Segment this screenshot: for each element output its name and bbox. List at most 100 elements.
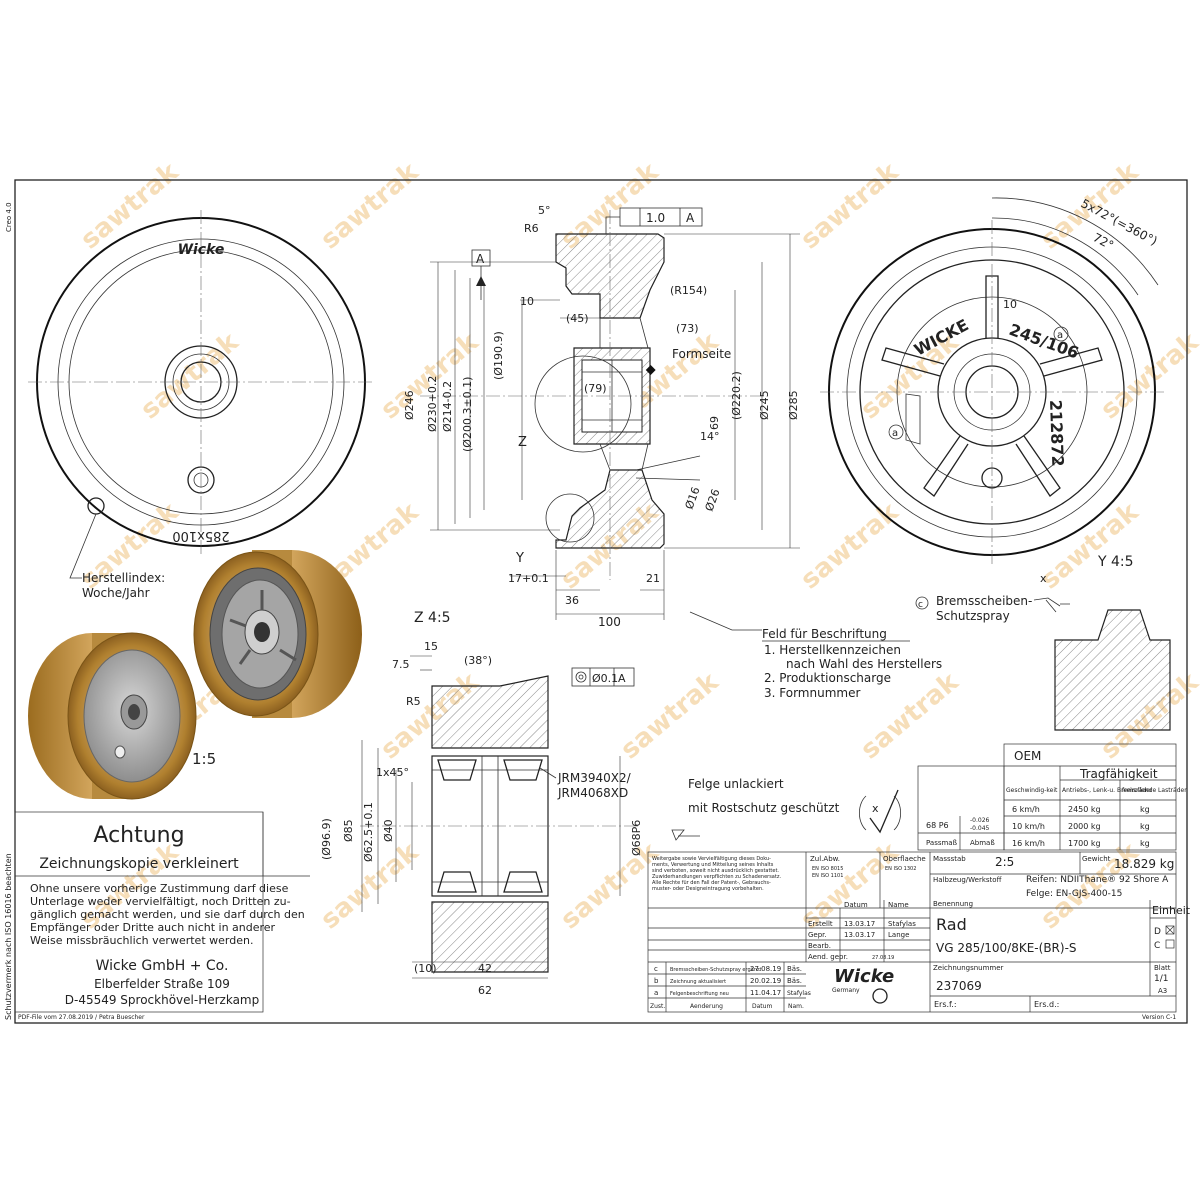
svg-text:mit Rostschutz geschützt: mit Rostschutz geschützt bbox=[688, 801, 840, 815]
svg-text:x: x bbox=[1040, 572, 1047, 585]
svg-text:Ø16: Ø16 bbox=[683, 485, 703, 511]
svg-text:Ø0.1: Ø0.1 bbox=[592, 672, 618, 685]
svg-text:Felgenbeschriftung neu: Felgenbeschriftung neu bbox=[670, 991, 729, 997]
company-name: Wicke GmbH + Co. bbox=[96, 958, 229, 974]
svg-text:A: A bbox=[686, 211, 695, 225]
svg-text:(Ø220.2): (Ø220.2) bbox=[730, 371, 743, 420]
svg-text:a: a bbox=[1057, 330, 1063, 341]
svg-text:Einheit: Einheit bbox=[1152, 904, 1191, 917]
svg-text:OEM: OEM bbox=[1014, 749, 1041, 763]
svg-text:21: 21 bbox=[646, 572, 660, 585]
svg-text:Stafylas: Stafylas bbox=[888, 920, 916, 928]
svg-text:ments, Verwertung und Mitteilu: ments, Verwertung und Mitteilung seines … bbox=[652, 862, 774, 868]
svg-text:Halbzeug/Werkstoff: Halbzeug/Werkstoff bbox=[933, 876, 1002, 884]
svg-text:Zeichnung aktualisiert: Zeichnung aktualisiert bbox=[670, 979, 726, 985]
bearing-label: JRM3940X2/ bbox=[557, 771, 632, 785]
svg-text:Zust.: Zust. bbox=[650, 1003, 665, 1010]
svg-text:freirollende Lasträder: freirollende Lasträder bbox=[1122, 787, 1187, 794]
svg-text:Elberfelder Straße 109: Elberfelder Straße 109 bbox=[94, 977, 230, 991]
svg-text:Felge: EN-GJS-400-15: Felge: EN-GJS-400-15 bbox=[1026, 889, 1122, 899]
svg-text:D-45549 Sprockhövel-Herzkamp: D-45549 Sprockhövel-Herzkamp bbox=[65, 993, 259, 1007]
achtung-block: Achtung Zeichnungskopie verkleinert Ohne… bbox=[14, 811, 310, 1013]
svg-text:27.08.19: 27.08.19 bbox=[872, 955, 894, 961]
svg-text:C: C bbox=[1154, 941, 1160, 951]
pdf-file-note: PDF-File vom 27.08.2019 / Petra Buescher bbox=[18, 1014, 145, 1021]
svg-text:Ers.d.:: Ers.d.: bbox=[1034, 1000, 1059, 1009]
svg-text:2. Produktionscharge: 2. Produktionscharge bbox=[764, 671, 891, 685]
index-callout-2: Woche/Jahr bbox=[82, 586, 150, 600]
sheet-border bbox=[14, 179, 1188, 1024]
svg-text:14°: 14° bbox=[700, 430, 720, 443]
svg-text:Weise missbräuchlich verwertet: Weise missbräuchlich verwertet werden. bbox=[30, 934, 253, 947]
svg-text:Ø85: Ø85 bbox=[342, 819, 355, 842]
front-view: Wicke 285x100 Herstellindex: Woche/Jahr bbox=[28, 210, 375, 600]
svg-text:sind verboten, soweit nicht au: sind verboten, soweit nicht ausdrücklich… bbox=[652, 868, 779, 874]
svg-text:11.04.17: 11.04.17 bbox=[750, 989, 781, 997]
watermark-text: sawtrak bbox=[75, 157, 185, 256]
svg-text:(73): (73) bbox=[676, 322, 699, 335]
svg-text:Bäs.: Bäs. bbox=[787, 977, 802, 985]
svg-text:42: 42 bbox=[478, 962, 492, 975]
svg-text:Germany: Germany bbox=[832, 987, 860, 994]
svg-text:Gewicht: Gewicht bbox=[1082, 855, 1111, 863]
svg-text:68 P6: 68 P6 bbox=[926, 821, 949, 830]
cross-section-view: A 1.0 A 5° R6 10 (45) (R154) (73) Formse… bbox=[403, 204, 800, 629]
svg-text:Ø40: Ø40 bbox=[382, 819, 395, 842]
drawing-scale: 2:5 bbox=[995, 855, 1014, 869]
svg-text:Unterlage weder vervielfältigt: Unterlage weder vervielfältigt, noch Dri… bbox=[30, 895, 291, 908]
svg-text:R5: R5 bbox=[406, 695, 421, 708]
svg-text:nach Wahl des Herstellers: nach Wahl des Herstellers bbox=[786, 657, 942, 671]
watermark-text: sawtrak bbox=[1035, 837, 1145, 936]
part-code: VG 285/100/8KE-(BR)-S bbox=[936, 941, 1077, 955]
svg-text:(38°): (38°) bbox=[464, 654, 492, 667]
svg-text:a: a bbox=[654, 989, 658, 997]
svg-text:Felge unlackiert: Felge unlackiert bbox=[688, 777, 784, 791]
front-brand-text: Wicke bbox=[178, 242, 225, 258]
svg-text:Zuwiderhandlungen verpflichten: Zuwiderhandlungen verpflichten zu Schade… bbox=[652, 874, 781, 880]
svg-text:Name: Name bbox=[888, 901, 909, 909]
finish-note: Felge unlackiert mit Rostschutz geschütz… bbox=[671, 777, 901, 841]
svg-text:Ø62.5+0.1: Ø62.5+0.1 bbox=[362, 802, 375, 862]
svg-text:15: 15 bbox=[424, 640, 438, 653]
svg-text:(Ø96.9): (Ø96.9) bbox=[320, 818, 333, 860]
svg-text:gänglich gemacht werden, und s: gänglich gemacht werden, und sie darf du… bbox=[30, 908, 305, 921]
achtung-title: Achtung bbox=[93, 823, 184, 848]
svg-text:Nam.: Nam. bbox=[788, 1003, 804, 1010]
svg-text:6 km/h: 6 km/h bbox=[1012, 805, 1040, 814]
svg-text:1/1: 1/1 bbox=[1154, 974, 1168, 984]
svg-text:muster- oder Designeintragung: muster- oder Designeintragung vorbehalte… bbox=[652, 886, 764, 892]
svg-text:5°: 5° bbox=[538, 204, 551, 217]
svg-text:c: c bbox=[654, 965, 658, 973]
svg-text:A: A bbox=[618, 672, 626, 685]
version-note: Version C-1 bbox=[1142, 1014, 1176, 1021]
svg-text:Abmaß: Abmaß bbox=[970, 839, 995, 847]
svg-text:2000 kg: 2000 kg bbox=[1068, 822, 1101, 831]
rear-size: 245/106 bbox=[1007, 320, 1082, 363]
svg-text:Ø285: Ø285 bbox=[787, 390, 800, 420]
svg-text:x: x bbox=[872, 802, 879, 815]
watermark-text: sawtrak bbox=[795, 497, 905, 596]
detail-z: Z 4:5 15 7.5 (38°) R5 1x45° Ø0.1 A bbox=[320, 610, 643, 997]
part-name: Rad bbox=[936, 915, 967, 934]
svg-text:Bremsscheiben-Schutzspray ergä: Bremsscheiben-Schutzspray ergänzt bbox=[670, 967, 762, 973]
svg-text:100: 100 bbox=[598, 615, 621, 629]
svg-text:EN ISO 1302: EN ISO 1302 bbox=[885, 866, 916, 872]
svg-text:1x45°: 1x45° bbox=[376, 766, 409, 779]
svg-text:Stafylas: Stafylas bbox=[787, 990, 811, 997]
svg-text:Geschwindig-keit: Geschwindig-keit bbox=[1006, 787, 1058, 794]
cad-version: Creo 4.0 bbox=[5, 202, 13, 232]
svg-text:Zul.Abw.: Zul.Abw. bbox=[810, 855, 840, 863]
svg-text:(79): (79) bbox=[584, 382, 607, 395]
rear-number: 212872 bbox=[1046, 399, 1067, 466]
svg-text:Blatt: Blatt bbox=[1154, 964, 1171, 972]
svg-text:kg: kg bbox=[1140, 805, 1150, 814]
label-field-note: Feld für Beschriftung 1. Herstellkennzei… bbox=[689, 611, 942, 700]
svg-text:(Ø190.9): (Ø190.9) bbox=[492, 331, 505, 380]
detail-y: Y 4:5 x c Bremsscheiben- Schutzspray bbox=[915, 554, 1171, 731]
svg-text:(45): (45) bbox=[566, 312, 589, 325]
svg-text:Erstellt: Erstellt bbox=[808, 920, 833, 928]
svg-text:EN ISO 1101: EN ISO 1101 bbox=[812, 873, 843, 879]
svg-text:Ø230+0.2: Ø230+0.2 bbox=[426, 376, 439, 432]
render-scale: 1:5 bbox=[192, 750, 216, 768]
